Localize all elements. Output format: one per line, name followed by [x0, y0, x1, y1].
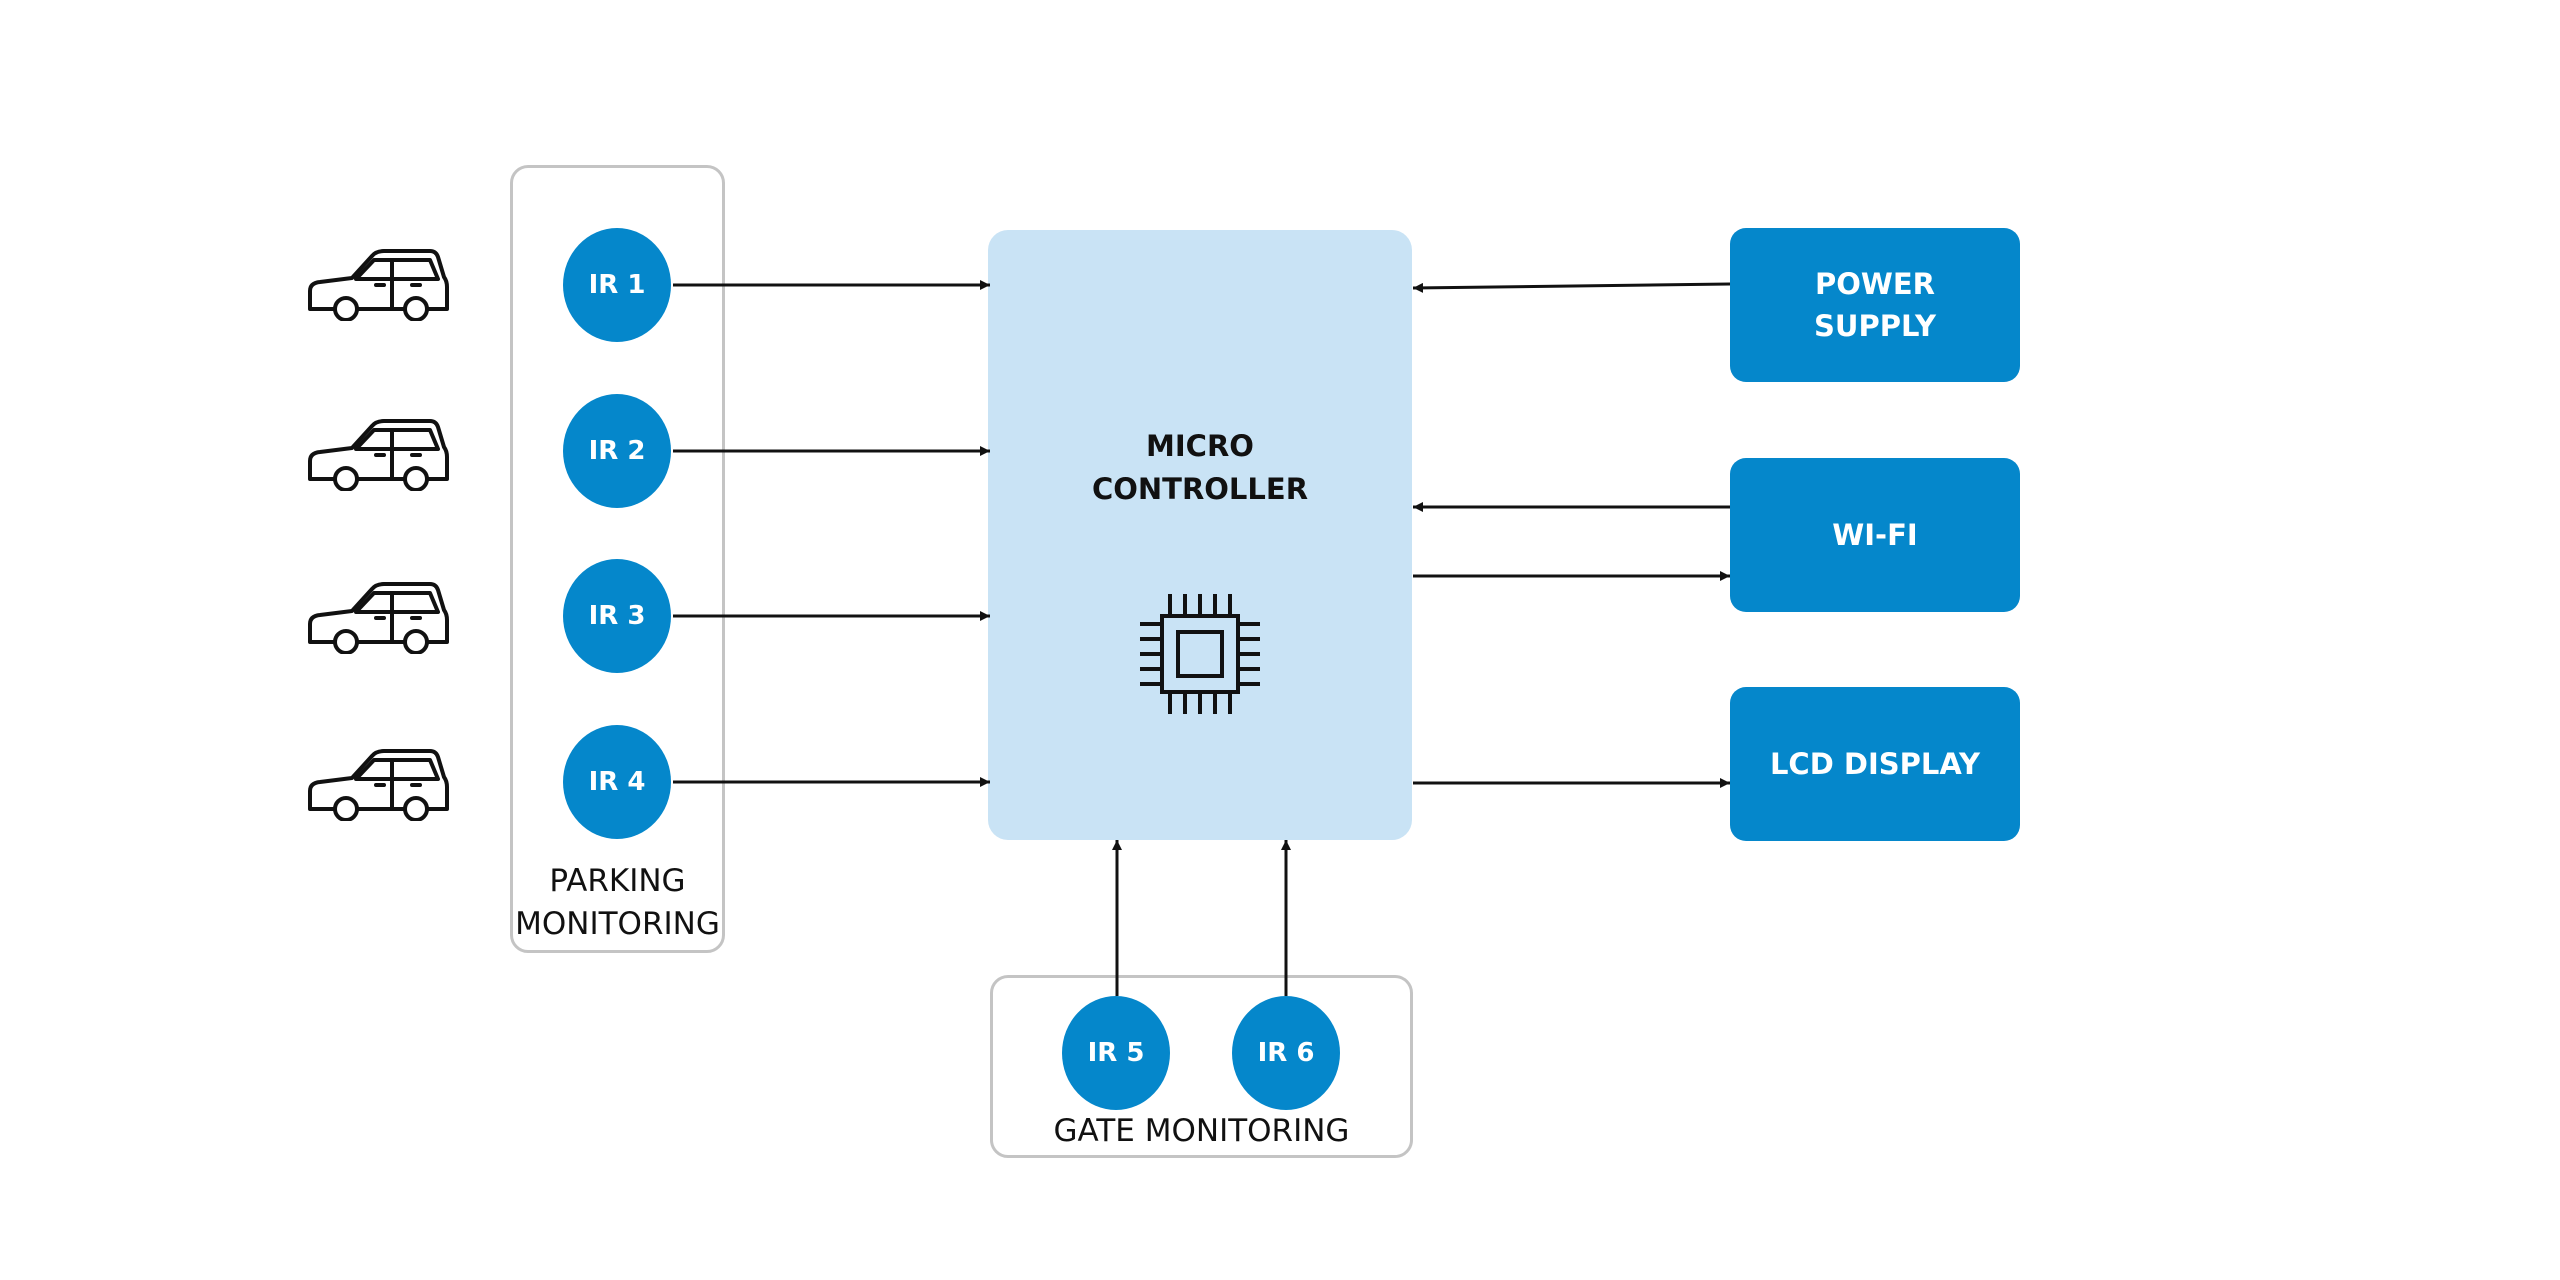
ir-sensor-4: IR 4 — [563, 725, 671, 839]
gate-monitoring-label: GATE MONITORING — [1053, 1113, 1350, 1149]
gate-monitoring-group — [990, 975, 1413, 1158]
wifi-block: WI-FI — [1730, 458, 2020, 612]
lcd-display-block: LCD DISPLAY — [1730, 687, 2020, 841]
power-supply-block: POWER SUPPLY — [1730, 228, 2020, 382]
parking-monitoring-label: PARKING MONITORING — [515, 863, 720, 942]
car-icon — [308, 419, 449, 491]
ir-sensor-6: IR 6 — [1232, 996, 1340, 1110]
car-icon — [308, 749, 449, 821]
ir-sensor-3: IR 3 — [563, 559, 671, 673]
ir-sensor-5: IR 5 — [1062, 996, 1170, 1110]
ir-sensor-1: IR 1 — [563, 228, 671, 342]
ir-sensor-2: IR 2 — [563, 394, 671, 508]
car-icon — [308, 582, 449, 654]
car-icon — [308, 249, 449, 321]
parking-monitoring-group — [510, 165, 725, 953]
microcontroller-label: MICRO CONTROLLER — [1091, 429, 1309, 506]
microcontroller-block — [988, 230, 1412, 840]
connector-power — [1412, 282, 1731, 293]
microchip-icon — [1140, 594, 1260, 714]
